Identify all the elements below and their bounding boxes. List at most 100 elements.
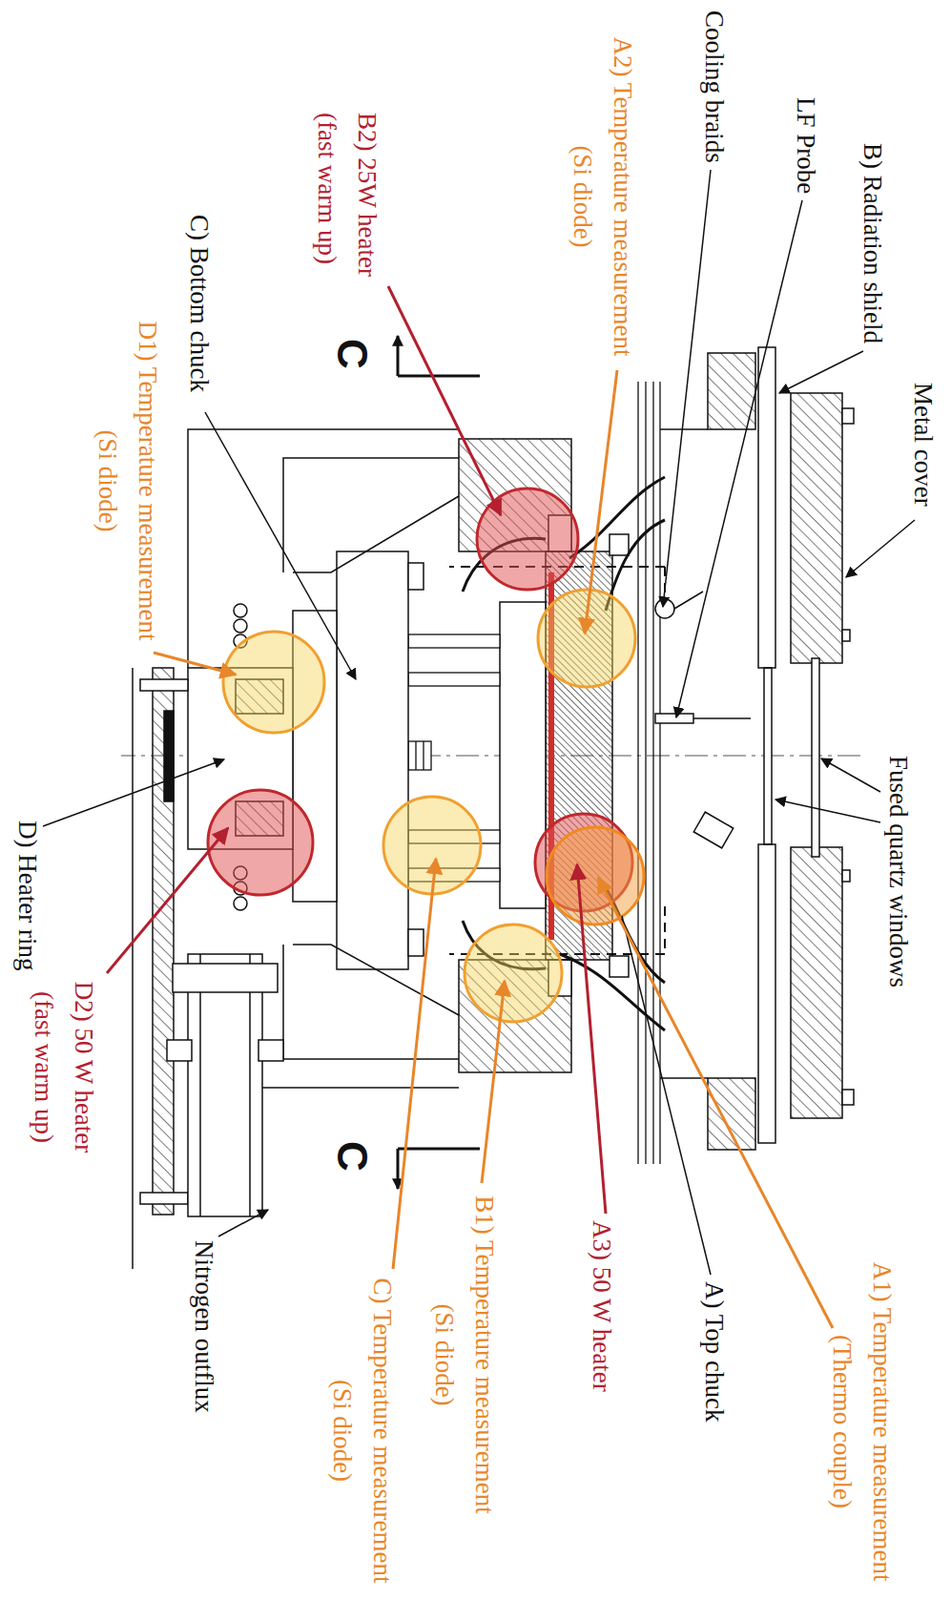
cable — [569, 476, 665, 559]
flange-block — [660, 428, 708, 431]
leader-line — [205, 412, 356, 680]
probe — [655, 591, 751, 848]
part-label: B1) Temperature measurement (Si diode) — [424, 1187, 505, 1522]
highlight-circle — [537, 589, 636, 687]
metal-cover — [842, 408, 854, 424]
probe — [693, 811, 733, 848]
nitrogen-pipe — [166, 953, 284, 1217]
part-label: D1) Temperature measurement (Si diode) — [87, 313, 168, 648]
section-letter: C — [328, 1140, 376, 1172]
bottom-plate — [140, 679, 188, 691]
flange-block — [660, 352, 756, 1150]
part-label: Metal cover — [903, 382, 944, 507]
red-leader — [388, 286, 501, 516]
part-label: Cooling braids — [694, 10, 735, 164]
metal-cover — [842, 629, 850, 641]
bottom-plate — [152, 667, 174, 1215]
part-label: A3) 50 W heater — [581, 1219, 622, 1392]
fused-quartz-window — [811, 658, 820, 857]
cooling-plate — [659, 381, 661, 1164]
part-label: D2) 50 W heater (fast warm up) — [23, 969, 104, 1165]
part-label: A) Top chuck — [694, 1281, 735, 1423]
metal-cover — [842, 869, 850, 882]
pillar — [408, 634, 500, 648]
heater-ring — [233, 896, 248, 910]
nitrogen-pipe — [172, 963, 278, 993]
cooling-plate — [644, 381, 646, 1164]
heater-ring — [233, 619, 248, 633]
metal-cover — [790, 847, 843, 1118]
part-label: Fused quartz windows — [878, 755, 919, 988]
part-label: B2) 25W heater (fast warm up) — [307, 112, 388, 290]
fused-quartz-window — [764, 667, 772, 845]
bottom-chuck — [408, 562, 424, 590]
heater-ring — [233, 603, 248, 618]
section-letter: C — [328, 338, 376, 370]
leader-line — [775, 799, 881, 823]
leader-line — [218, 1209, 269, 1237]
radiation-shield — [758, 347, 776, 668]
housing-wall — [187, 429, 459, 668]
radiation-shield — [758, 844, 776, 1143]
part-label: D) Heater ring — [7, 820, 48, 971]
nitrogen-pipe — [258, 1039, 284, 1061]
highlight-circle — [546, 826, 644, 925]
bottom-chuck — [292, 551, 424, 970]
cable — [559, 953, 665, 1031]
probe — [674, 591, 703, 609]
leader-line — [846, 519, 915, 578]
section-marker — [397, 1147, 480, 1151]
red-leader — [106, 286, 606, 1214]
probe — [693, 717, 751, 720]
highlight-circle — [223, 631, 325, 733]
housing-wall — [292, 496, 459, 573]
highlight-circle — [207, 789, 313, 895]
bottom-plate — [131, 667, 134, 1269]
housing-wall — [283, 457, 459, 573]
cooling-plate — [638, 381, 661, 1164]
cooling-plate — [637, 381, 639, 1164]
leader-line — [779, 351, 864, 393]
nitrogen-pipe — [166, 1039, 192, 1061]
leader-line — [42, 169, 915, 1275]
part-label: LF Probe — [785, 97, 827, 194]
orange-leader — [153, 370, 833, 1328]
red-leader — [577, 864, 606, 1214]
part-label: A2) Temperature measurement (Si diode) — [562, 29, 643, 364]
bottom-chuck — [336, 551, 409, 970]
orange-leader — [584, 370, 618, 634]
metal-cover — [842, 1089, 854, 1105]
nitrogen-pipe — [200, 953, 250, 1217]
top-chuck — [609, 534, 629, 556]
section-marker — [396, 1148, 400, 1189]
leader-line — [621, 915, 711, 1275]
bottom-chuck — [408, 929, 424, 956]
part-label: C) Bottom chuck — [179, 214, 220, 393]
flange-block — [707, 1077, 756, 1150]
orange-leader — [392, 858, 436, 1269]
part-label: A1) Temperature measurement (Thermo coup… — [822, 1254, 903, 1589]
orange-leader — [153, 652, 236, 675]
highlight-circle — [476, 488, 579, 590]
bottom-plate — [140, 1192, 188, 1204]
metal-cover — [790, 392, 843, 663]
part-label: Nitrogen outflux — [184, 1240, 225, 1413]
highlight-circle — [383, 796, 481, 894]
orange-leader — [481, 980, 505, 1183]
housing-wall — [292, 944, 459, 1015]
probe — [655, 713, 694, 724]
highlight-circle — [464, 924, 562, 1022]
leader-line — [676, 200, 803, 718]
part-label: B) Radiation shield — [852, 143, 893, 344]
part-label: C) Temperature measurement (Si diode) — [322, 1270, 403, 1591]
section-marker — [396, 335, 400, 376]
leader-line — [662, 169, 711, 607]
red-leader — [106, 827, 228, 973]
bottom-plate — [164, 710, 174, 802]
pillar — [408, 672, 500, 686]
section-marker — [397, 374, 480, 378]
nitrogen-pipe — [187, 953, 263, 1217]
probe — [655, 599, 675, 619]
leader-line — [42, 759, 225, 827]
